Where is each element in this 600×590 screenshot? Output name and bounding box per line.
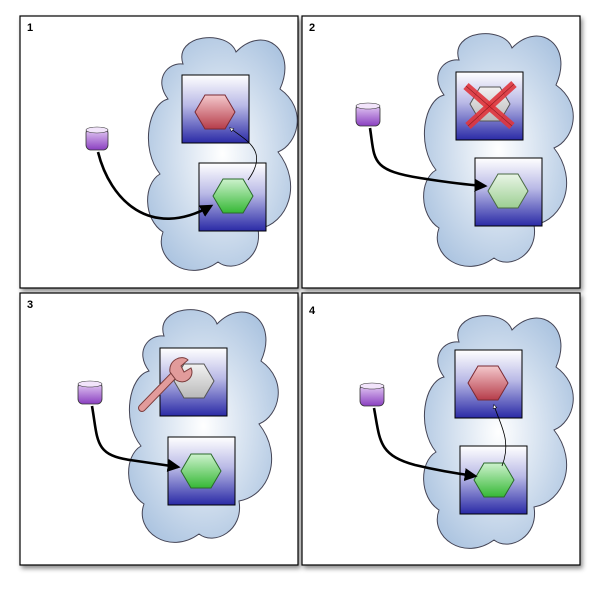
client-cylinder-icon (355, 102, 381, 127)
client-connection-arrow (368, 127, 488, 192)
server-box-replica (167, 436, 236, 506)
client-cylinder-icon (85, 126, 109, 151)
server-box-replica (474, 157, 543, 227)
client-connection-arrow (90, 405, 181, 472)
panel-number: 2 (309, 22, 315, 34)
client-cylinder-icon (77, 380, 103, 405)
server-box-primary (138, 347, 228, 417)
panel-number: 1 (27, 22, 33, 34)
server-box-primary (181, 74, 250, 144)
panel-number: 4 (309, 305, 316, 317)
panel-number: 3 (27, 299, 33, 311)
client-cylinder-icon (359, 382, 385, 407)
replication-link (494, 405, 507, 467)
red-x-icon (463, 81, 517, 130)
server-box-replica (198, 162, 267, 232)
server-box-replica (459, 445, 528, 515)
panel-2: 2 (301, 15, 581, 289)
panel-3: 3 (19, 292, 299, 566)
server-box-primary (454, 349, 523, 419)
wrench-icon (138, 357, 193, 412)
replication-link (230, 128, 258, 181)
server-box-primary (455, 71, 524, 141)
client-connection-arrow (372, 407, 478, 482)
panel-1: 1 (19, 15, 299, 289)
panel-4: 4 (301, 292, 581, 566)
client-connection-arrow (96, 151, 214, 220)
